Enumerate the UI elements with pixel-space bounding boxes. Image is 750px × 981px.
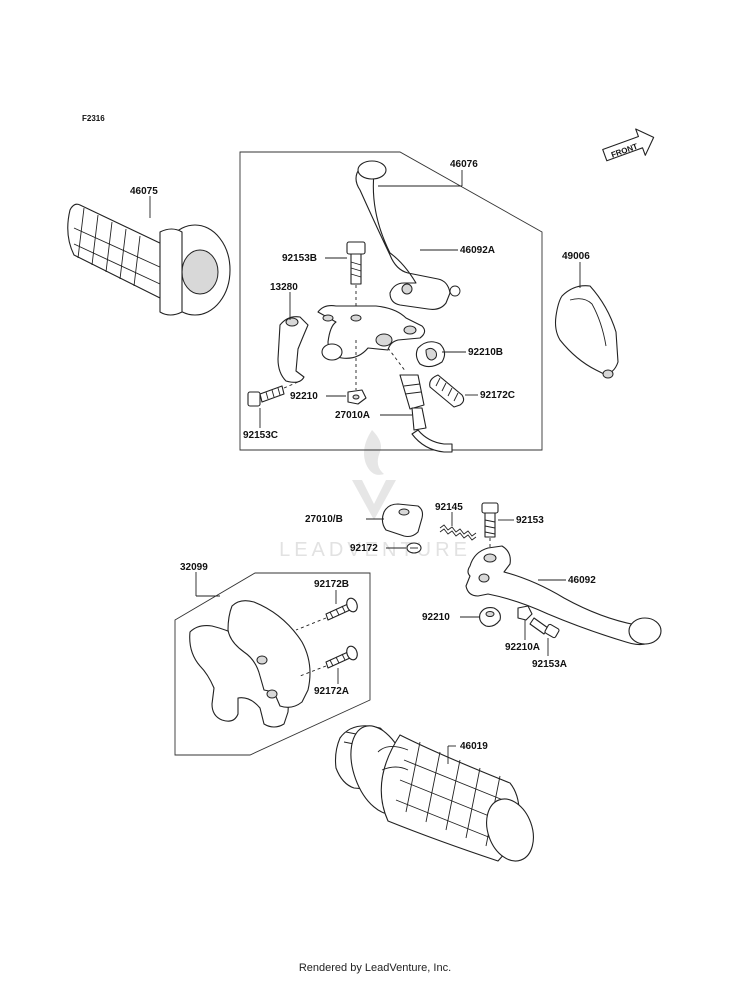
label-92172A: 92172A — [314, 686, 349, 697]
clutch-lever-46076 — [355, 160, 461, 310]
label-32099: 32099 — [180, 562, 208, 573]
label-49006: 49006 — [562, 251, 590, 262]
watermark-text: LEADVENTURE — [279, 539, 471, 561]
washer-92210B — [415, 341, 446, 368]
screw-92172A — [325, 645, 358, 669]
label-92153: 92153 — [516, 515, 544, 526]
grip-right-46019 — [334, 725, 534, 862]
bolt-92153A — [529, 617, 560, 639]
label-92210: 92210 — [290, 391, 318, 402]
nut-92210A — [517, 605, 533, 621]
label-46076: 46076 — [450, 159, 478, 170]
spring-92145 — [439, 524, 477, 541]
screw-92172 — [406, 542, 422, 554]
label-46019: 46019 — [460, 741, 488, 752]
watermark-logo: LEADVENTURE — [279, 430, 471, 561]
label-46092A: 46092A — [460, 245, 495, 256]
brake-lever-46092 — [465, 545, 662, 646]
bolt-92153C — [247, 385, 285, 407]
label-92153C: 92153C — [243, 430, 278, 441]
label-92153B: 92153B — [282, 253, 317, 264]
label-13280: 13280 — [270, 282, 298, 293]
lever-holder — [317, 305, 426, 361]
lower-assembly-box — [174, 572, 371, 756]
label-92172C: 92172C — [480, 390, 515, 401]
label-92210A: 92210A — [505, 642, 540, 653]
figure-code: F2316 — [82, 114, 105, 123]
lever-cover-49006 — [554, 285, 619, 379]
front-arrow-icon: FRONT — [602, 128, 655, 162]
screw-92172B — [325, 597, 358, 621]
nut-92210-lower — [479, 607, 501, 627]
label-27010B: 27010/B — [305, 514, 343, 525]
cable-27010A — [399, 374, 453, 453]
upper-assembly-box — [239, 151, 543, 451]
label-92172: 92172 — [350, 543, 378, 554]
adjuster-92172C — [429, 374, 465, 408]
label-92210B: 92210B — [468, 347, 503, 358]
label-92145: 92145 — [435, 502, 463, 513]
label-46075: 46075 — [130, 186, 158, 197]
bolt-92153 — [481, 502, 499, 538]
nut-92210 — [347, 389, 367, 405]
label-92210-lower: 92210 — [422, 612, 450, 623]
footer-credit: Rendered by LeadVenture, Inc. — [298, 962, 452, 974]
grip-left-46075 — [67, 203, 231, 316]
label-92172B: 92172B — [314, 579, 349, 590]
label-92153A: 92153A — [532, 659, 567, 670]
label-46092: 46092 — [568, 575, 596, 586]
bolt-92153B — [346, 241, 366, 285]
switch-27010B — [381, 503, 424, 538]
label-27010A: 27010A — [335, 410, 370, 421]
throttle-housing-32099 — [189, 600, 311, 728]
clamp-13280 — [277, 316, 309, 383]
